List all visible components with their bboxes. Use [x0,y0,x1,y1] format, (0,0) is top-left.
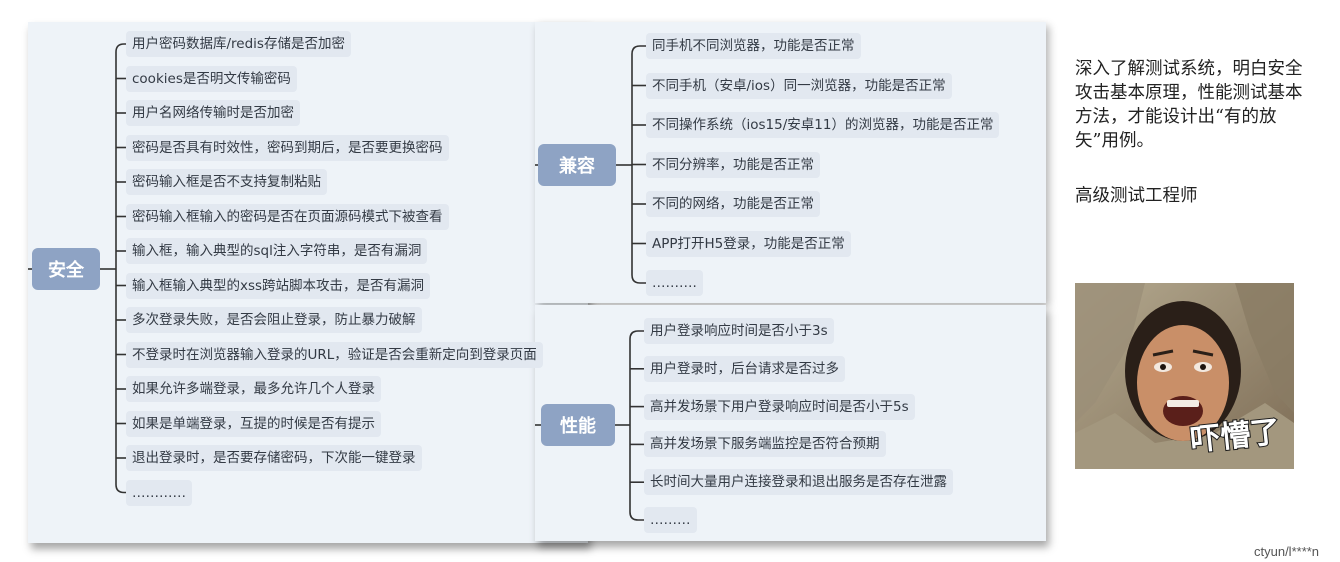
security-item[interactable]: 输入框，输入典型的sql注入字符串，是否有漏洞 [126,238,428,264]
perf-item[interactable]: 用户登录时，后台请求是否过多 [644,355,845,382]
root-node-security[interactable]: 安全 [32,248,100,290]
perf-item[interactable]: ……… [644,507,697,533]
security-item[interactable]: 密码是否具有时效性，密码到期后，是否要更换密码 [126,134,449,161]
security-item[interactable]: 输入框输入典型的xss跨站脚本攻击，是否有漏洞 [126,272,431,299]
security-item[interactable]: 用户密码数据库/redis存储是否加密 [126,31,351,57]
perf-item[interactable]: 高并发场景下用户登录响应时间是否小于5s [644,393,915,420]
security-item[interactable]: ………… [126,479,192,506]
compat-item[interactable]: ………. [646,270,703,296]
root-node-perf[interactable]: 性能 [541,404,615,446]
security-item[interactable]: 密码输入框是否不支持复制粘贴 [126,169,327,195]
compat-item[interactable]: 不同手机（安卓/ios）同一浏览器，功能是否正常 [646,72,952,99]
note-title: 高级测试工程师 [1075,186,1198,206]
compat-item[interactable]: 不同分辨率，功能是否正常 [646,151,820,178]
watermark: ctyun/l****n [1254,544,1320,559]
root-node-compat[interactable]: 兼容 [538,144,616,186]
perf-item[interactable]: 高并发场景下服务端监控是否符合预期 [644,431,886,458]
security-item[interactable]: 密码输入框输入的密码是否在页面源码模式下被查看 [126,203,449,230]
compat-item[interactable]: APP打开H5登录，功能是否正常 [646,230,851,257]
photo-caption: 吓懵了 [1188,413,1283,459]
reaction-photo [1075,283,1294,469]
security-item[interactable]: 如果允许多端登录，最多允许几个人登录 [126,376,381,402]
perf-item[interactable]: 用户登录响应时间是否小于3s [644,318,834,344]
compat-item[interactable]: 不同操作系统（ios15/安卓11）的浏览器，功能是否正常 [646,112,1000,138]
perf-panel [535,305,1046,541]
perf-item[interactable]: 长时间大量用户连接登录和退出服务是否存在泄露 [644,469,953,496]
note-text: 深入了解测试系统，明白安全攻击基本原理，性能测试基本方法，才能设计出“有的放矢”… [1075,59,1303,151]
compat-item[interactable]: 同手机不同浏览器，功能是否正常 [646,33,861,59]
security-item[interactable]: 用户名网络传输时是否加密 [126,100,300,126]
security-item[interactable]: 退出登录时，是否要存储密码，下次能一键登录 [126,445,422,471]
security-item[interactable]: 如果是单端登录，互提的时候是否有提示 [126,410,381,437]
security-item[interactable]: 不登录时在浏览器输入登录的URL，验证是否会重新定向到登录页面 [126,341,543,368]
compat-item[interactable]: 不同的网络，功能是否正常 [646,191,820,217]
security-item[interactable]: cookies是否明文传输密码 [126,65,297,92]
security-item[interactable]: 多次登录失败，是否会阻止登录，防止暴力破解 [126,307,422,333]
